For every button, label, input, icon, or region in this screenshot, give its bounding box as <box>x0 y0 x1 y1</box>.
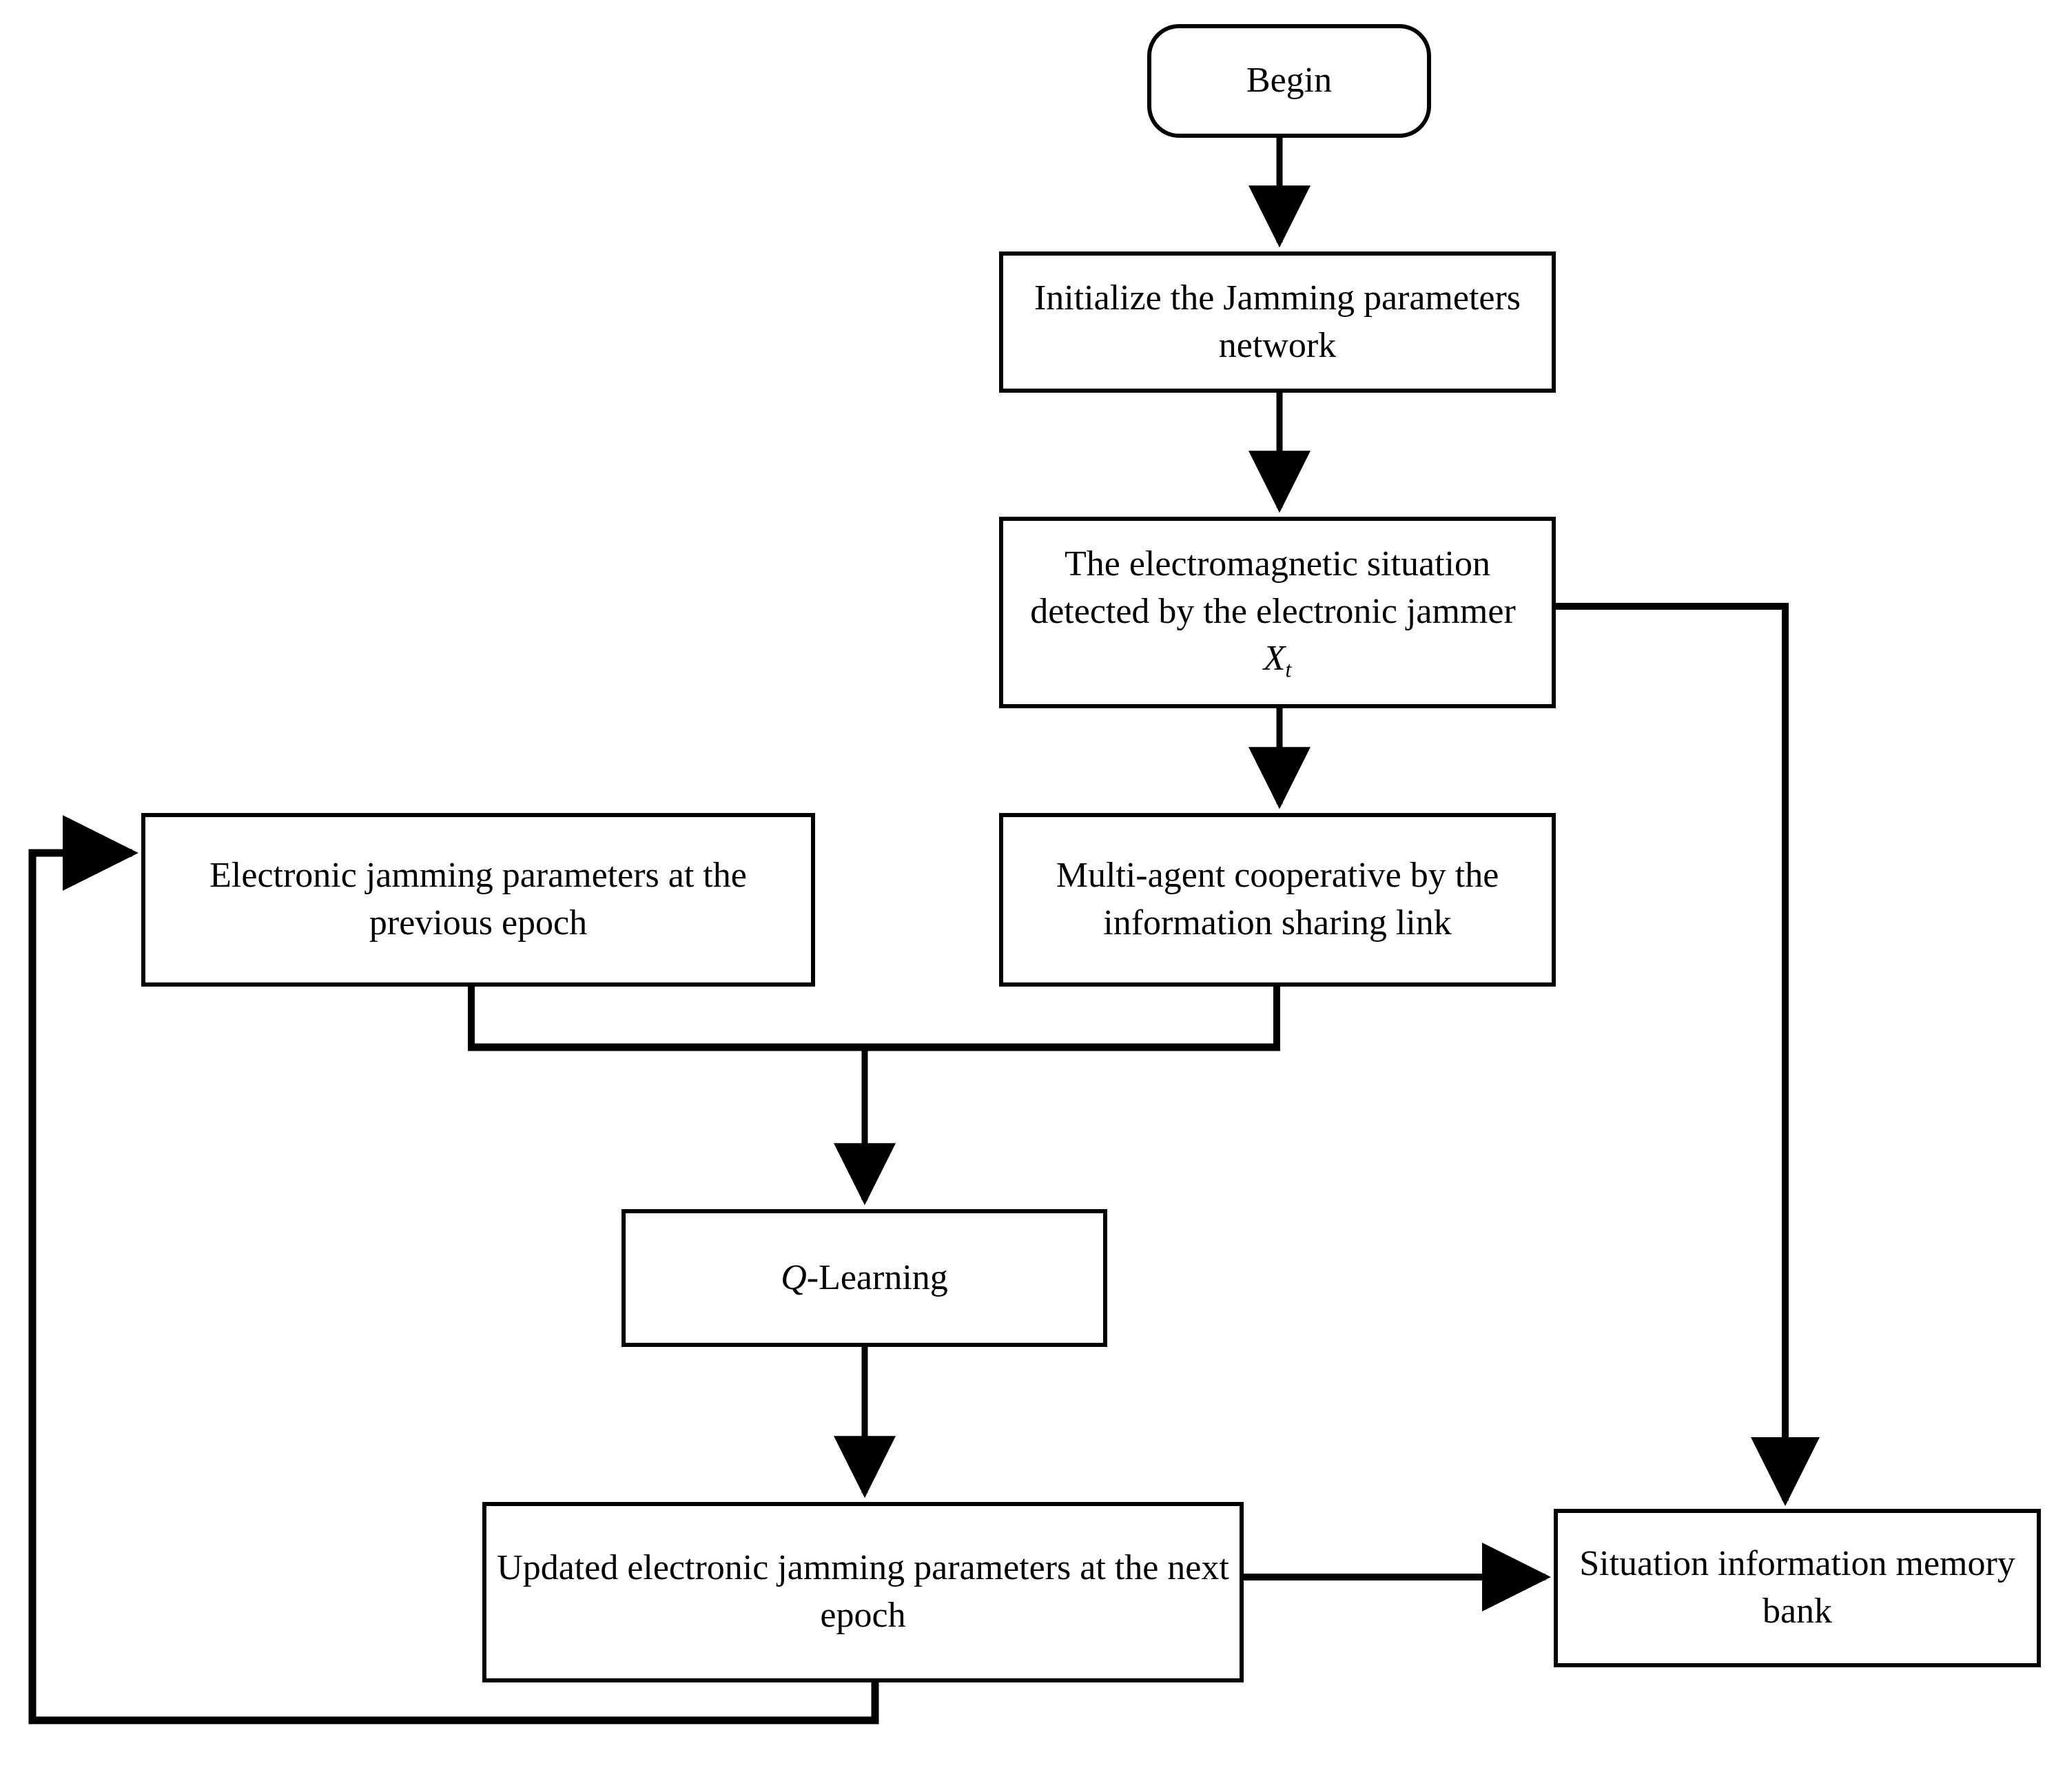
node-updated-label: Updated electronic jamming parameters at… <box>497 1548 1229 1635</box>
node-situation-label: The electromagnetic situation detected b… <box>1003 541 1552 684</box>
node-situation-memory-bank[interactable]: Situation information memory bank <box>1554 1509 2041 1667</box>
node-electromagnetic-situation[interactable]: The electromagnetic situation detected b… <box>999 517 1556 708</box>
node-updated-next-epoch-parameters[interactable]: Updated electronic jamming parameters at… <box>482 1502 1244 1682</box>
variable-x: X <box>1263 639 1286 679</box>
q-symbol: Q <box>781 1257 807 1297</box>
node-memorybank-label: Situation information memory bank <box>1579 1544 2015 1631</box>
node-multiagent-label: Multi-agent cooperative by the informati… <box>1056 856 1499 943</box>
node-begin[interactable]: Begin <box>1147 24 1431 138</box>
node-q-learning[interactable]: Q-Learning <box>621 1209 1107 1347</box>
q-learning-suffix: -Learning <box>806 1257 948 1297</box>
node-initialize-label: Initialize the Jamming parameters networ… <box>1034 278 1521 365</box>
node-initialize-jamming-network[interactable]: Initialize the Jamming parameters networ… <box>999 251 1556 393</box>
node-prevparams-label: Electronic jamming parameters at the pre… <box>209 856 747 943</box>
node-begin-label: Begin <box>1246 61 1333 101</box>
node-situation-text: The electromagnetic situation detected b… <box>1030 544 1525 631</box>
variable-x-subscript: t <box>1285 657 1292 682</box>
node-multiagent-cooperative[interactable]: Multi-agent cooperative by the informati… <box>999 813 1556 987</box>
node-previous-epoch-parameters[interactable]: Electronic jamming parameters at the pre… <box>141 813 815 987</box>
edge-situation-to-memorybank <box>1556 603 1820 1507</box>
node-qlearning-label: Q-Learning <box>771 1255 958 1302</box>
